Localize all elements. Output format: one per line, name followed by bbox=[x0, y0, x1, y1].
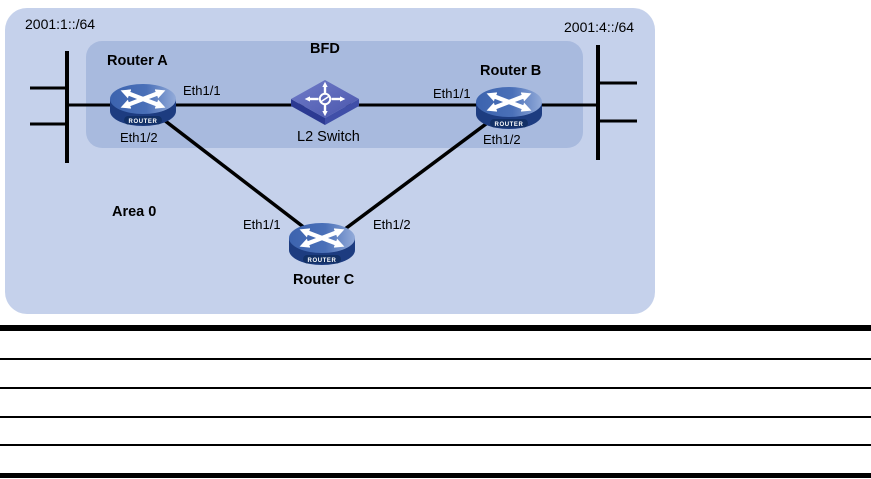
subnet-right-label: 2001:4::/64 bbox=[564, 19, 635, 35]
l2-switch-icon bbox=[290, 79, 360, 131]
l2-switch-label: L2 Switch bbox=[297, 129, 360, 145]
router-c-badge-label: ROUTER bbox=[308, 258, 337, 264]
router-b-icon: ROUTER bbox=[475, 86, 543, 139]
router-b-eth11-label: Eth1/1 bbox=[433, 86, 471, 101]
table-row-divider-1 bbox=[0, 358, 871, 360]
table-row-divider-2 bbox=[0, 387, 871, 389]
router-c-icon: ROUTER bbox=[288, 222, 356, 275]
router-a-label: Router A bbox=[107, 53, 168, 69]
router-b-label: Router B bbox=[480, 63, 542, 79]
table-row-divider-3 bbox=[0, 416, 871, 418]
table-top-border bbox=[0, 325, 871, 331]
router-c-eth11-label: Eth1/1 bbox=[243, 217, 281, 232]
link-routerA-routerC bbox=[149, 108, 312, 234]
bfd-zone-label: BFD bbox=[310, 41, 340, 57]
table-bottom-border bbox=[0, 473, 871, 478]
area0-zone-label: Area 0 bbox=[112, 204, 157, 220]
router-b-eth12-label: Eth1/2 bbox=[483, 132, 521, 147]
router-a-badge-label: ROUTER bbox=[129, 119, 158, 125]
subnet-left-label: 2001:1::/64 bbox=[25, 16, 96, 32]
router-a-eth12-label: Eth1/2 bbox=[120, 130, 158, 145]
router-b-badge-label: ROUTER bbox=[495, 122, 524, 128]
table-row-divider-4 bbox=[0, 444, 871, 446]
router-c-eth12-label: Eth1/2 bbox=[373, 217, 411, 232]
router-a-icon: ROUTER bbox=[109, 83, 177, 136]
router-c-label: Router C bbox=[293, 272, 355, 288]
link-routerB-routerC bbox=[339, 113, 500, 234]
router-a-eth11-label: Eth1/1 bbox=[183, 83, 221, 98]
